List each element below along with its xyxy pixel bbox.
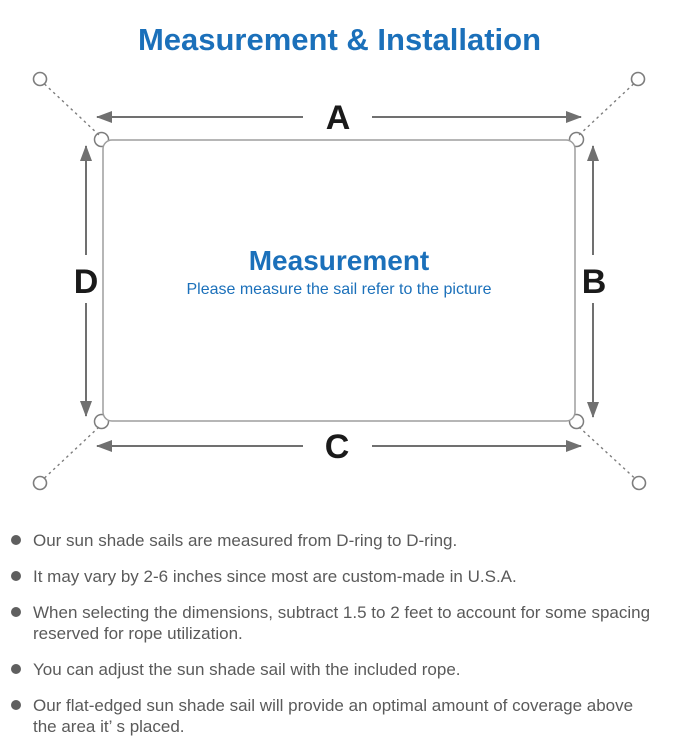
tether-line [578, 426, 635, 479]
page-title: Measurement & Installation [137, 21, 542, 57]
dimension-label-d: D [74, 263, 99, 301]
note-text: Our sun shade sails are measured from D-… [33, 531, 458, 550]
anchor-ring-icon [32, 475, 48, 491]
list-item: Our flat-edged sun shade sail will provi… [11, 695, 673, 737]
shade-sail-outline [102, 139, 576, 422]
bullet-icon [11, 700, 21, 710]
note-text: You can adjust the sun shade sail with t… [33, 660, 461, 679]
diagram-center-title: Measurement [249, 245, 430, 276]
note-text: When selecting the dimensions, subtract … [33, 603, 651, 622]
note-text: the area it’ s placed. [33, 717, 185, 736]
measurement-diagram: A C D B Measurement Please measure the s… [32, 71, 647, 491]
list-item: You can adjust the sun shade sail with t… [11, 659, 673, 680]
dimension-label-a: A [326, 99, 351, 137]
tether-line [44, 426, 100, 479]
list-item: When selecting the dimensions, subtract … [11, 602, 673, 644]
dimension-label-b: B [582, 263, 607, 301]
note-text: reserved for rope utilization. [33, 624, 243, 643]
bullet-icon [11, 571, 21, 581]
list-item: Our sun shade sails are measured from D-… [11, 530, 673, 551]
bullet-icon [11, 664, 21, 674]
tether-line [44, 83, 100, 136]
anchor-ring-icon [630, 71, 646, 87]
note-text: Our flat-edged sun shade sail will provi… [33, 696, 634, 715]
anchor-ring-icon [631, 475, 647, 491]
diagram-center-subtitle: Please measure the sail refer to the pic… [186, 281, 491, 298]
dimension-label-c: C [325, 428, 350, 466]
note-text: It may vary by 2-6 inches since most are… [33, 567, 517, 586]
bullet-icon [11, 607, 21, 617]
anchor-ring-icon [32, 71, 48, 87]
bullet-icon [11, 535, 21, 545]
list-item: It may vary by 2-6 inches since most are… [11, 566, 673, 587]
tether-line [578, 83, 634, 136]
notes-list: Our sun shade sails are measured from D-… [11, 530, 673, 752]
